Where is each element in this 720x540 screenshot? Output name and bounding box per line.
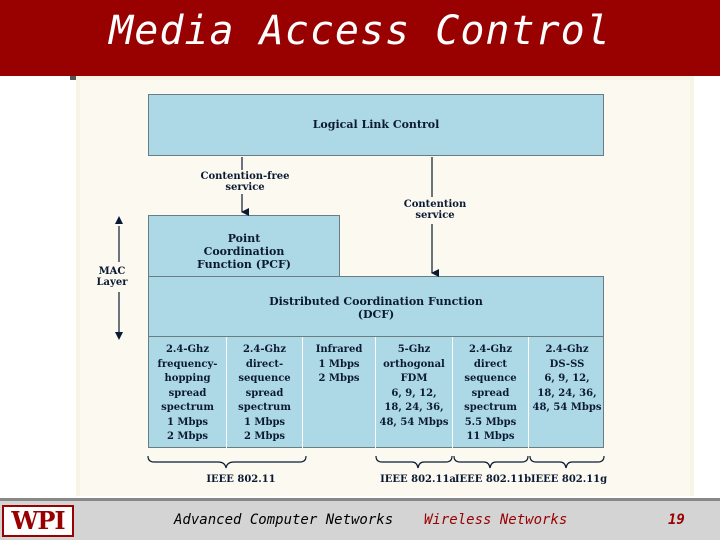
phy-infrared-line: 2 Mbps	[318, 373, 360, 384]
phy-dsss-line: 1 Mbps	[243, 416, 286, 428]
title-bar: Media Access Control	[0, 0, 720, 76]
pcf-box: Point Coordination Function (PCF)	[148, 215, 340, 277]
phy-dsss-line: 2 Mbps	[243, 431, 286, 442]
phy-dsss-line: 2.4-Ghz	[242, 344, 287, 355]
mac-layer-arrow-up-icon	[115, 216, 123, 224]
phy-dsss-line: sequence	[238, 373, 291, 384]
phy-infrared-line: 1 Mbps	[318, 358, 360, 370]
phy-fhss-line: 2.4-Ghz	[165, 344, 210, 355]
topic-name: Wireless Networks	[424, 512, 568, 528]
phy-fhss-line: spectrum	[161, 402, 214, 413]
course-name: Advanced Computer Networks	[174, 512, 394, 528]
phy-ds-ss-g-line: 2.4-Ghz	[545, 344, 589, 355]
brace-80211a	[375, 455, 453, 469]
footer-bar	[0, 498, 720, 540]
dcf-line-1: Distributed Coordination Function	[269, 295, 483, 308]
phy-dsss: 2.4-Ghz direct- sequence spread spectrum…	[226, 337, 302, 449]
phy-ofdm-line: 18, 24, 36,	[384, 402, 444, 413]
phy-fhss-line: hopping	[164, 373, 211, 384]
phy-ds-ss-g-line: 6, 9, 12,	[544, 373, 590, 384]
phy-ofdm-line: 5-Ghz	[397, 344, 431, 355]
contention-free-label: Contention-free service	[190, 171, 300, 193]
standard-80211b: IEEE 802.11b	[454, 474, 532, 485]
phy-hr-dsss-line: direct	[473, 358, 508, 370]
phy-ds-ss-g-line: 48, 54 Mbps	[532, 402, 602, 413]
phy-hr-dsss-line: spectrum	[464, 402, 517, 413]
phy-row: 2.4-Ghz frequency- hopping spread spectr…	[148, 336, 605, 449]
mac-layer-arrow-down-icon	[115, 332, 123, 340]
page-number: 19	[668, 512, 685, 528]
footer-rule	[0, 498, 720, 501]
phy-ofdm-line: FDM	[400, 373, 428, 384]
brace-80211	[147, 455, 307, 469]
phy-ds-ss-g-line: 18, 24, 36,	[537, 387, 597, 399]
phy-infrared: Infrared 1 Mbps 2 Mbps	[302, 337, 375, 449]
llc-box: Logical Link Control	[148, 94, 604, 156]
phy-fhss-line: spread	[168, 387, 207, 399]
phy-dsss-line: spread	[245, 387, 284, 399]
standard-80211a: IEEE 802.11a	[380, 474, 456, 485]
brace-80211b	[453, 455, 529, 469]
phy-fhss-line: 1 Mbps	[166, 416, 209, 428]
mac-layer-line-1: MAC	[98, 266, 126, 277]
contention-label: Contention service	[390, 199, 480, 221]
wpi-logo: WPI	[2, 505, 74, 537]
phy-ofdm-line: 48, 54 Mbps	[379, 416, 449, 428]
mac-architecture-diagram: Logical Link Control Contention-free ser…	[80, 80, 690, 496]
contention-free-line-2: service	[225, 182, 265, 193]
mac-layer-label: MAC Layer	[90, 266, 134, 288]
phy-ofdm-line: orthogonal	[383, 358, 445, 370]
phy-hr-dsss-line: sequence	[464, 373, 517, 384]
phy-dsss-line: direct-	[245, 358, 284, 370]
brace-80211g	[529, 455, 605, 469]
contention-line-1: Contention	[403, 199, 467, 210]
phy-fhss: 2.4-Ghz frequency- hopping spread spectr…	[149, 337, 226, 449]
standard-80211: IEEE 802.11	[206, 474, 276, 485]
phy-hr-dsss-line: 5.5 Mbps	[464, 416, 517, 428]
diagram-connectors	[115, 157, 605, 469]
phy-dsss-line: spectrum	[238, 402, 291, 413]
pcf-line-3: Function (PCF)	[197, 258, 291, 271]
phy-fhss-line: 2 Mbps	[166, 431, 209, 442]
contention-free-line-1: Contention-free	[200, 171, 290, 182]
phy-ds-ss-g-line: DS-SS	[549, 358, 585, 370]
slide-title: Media Access Control	[109, 8, 611, 54]
dcf-line-2: (DCF)	[357, 308, 395, 321]
llc-label: Logical Link Control	[312, 118, 440, 131]
phy-hr-dsss-line: 11 Mbps	[466, 431, 515, 442]
pcf-line-1: Point	[227, 232, 261, 245]
phy-ds-ss-g: 2.4-Ghz DS-SS 6, 9, 12, 18, 24, 36, 48, …	[528, 337, 605, 449]
phy-hr-dsss-line: 2.4-Ghz	[468, 344, 513, 355]
phy-ofdm: 5-Ghz orthogonal FDM 6, 9, 12, 18, 24, 3…	[375, 337, 452, 449]
phy-ofdm-line: 6, 9, 12,	[391, 387, 437, 399]
contention-line-2: service	[415, 210, 455, 221]
phy-hr-dsss: 2.4-Ghz direct sequence spread spectrum …	[452, 337, 528, 449]
phy-hr-dsss-line: spread	[471, 387, 510, 399]
mac-layer-line-2: Layer	[96, 277, 128, 288]
pcf-line-2: Coordination	[203, 245, 285, 258]
standard-80211g: IEEE 802.11g	[530, 474, 608, 485]
phy-infrared-line: Infrared	[315, 344, 363, 355]
phy-fhss-line: frequency-	[157, 358, 218, 370]
